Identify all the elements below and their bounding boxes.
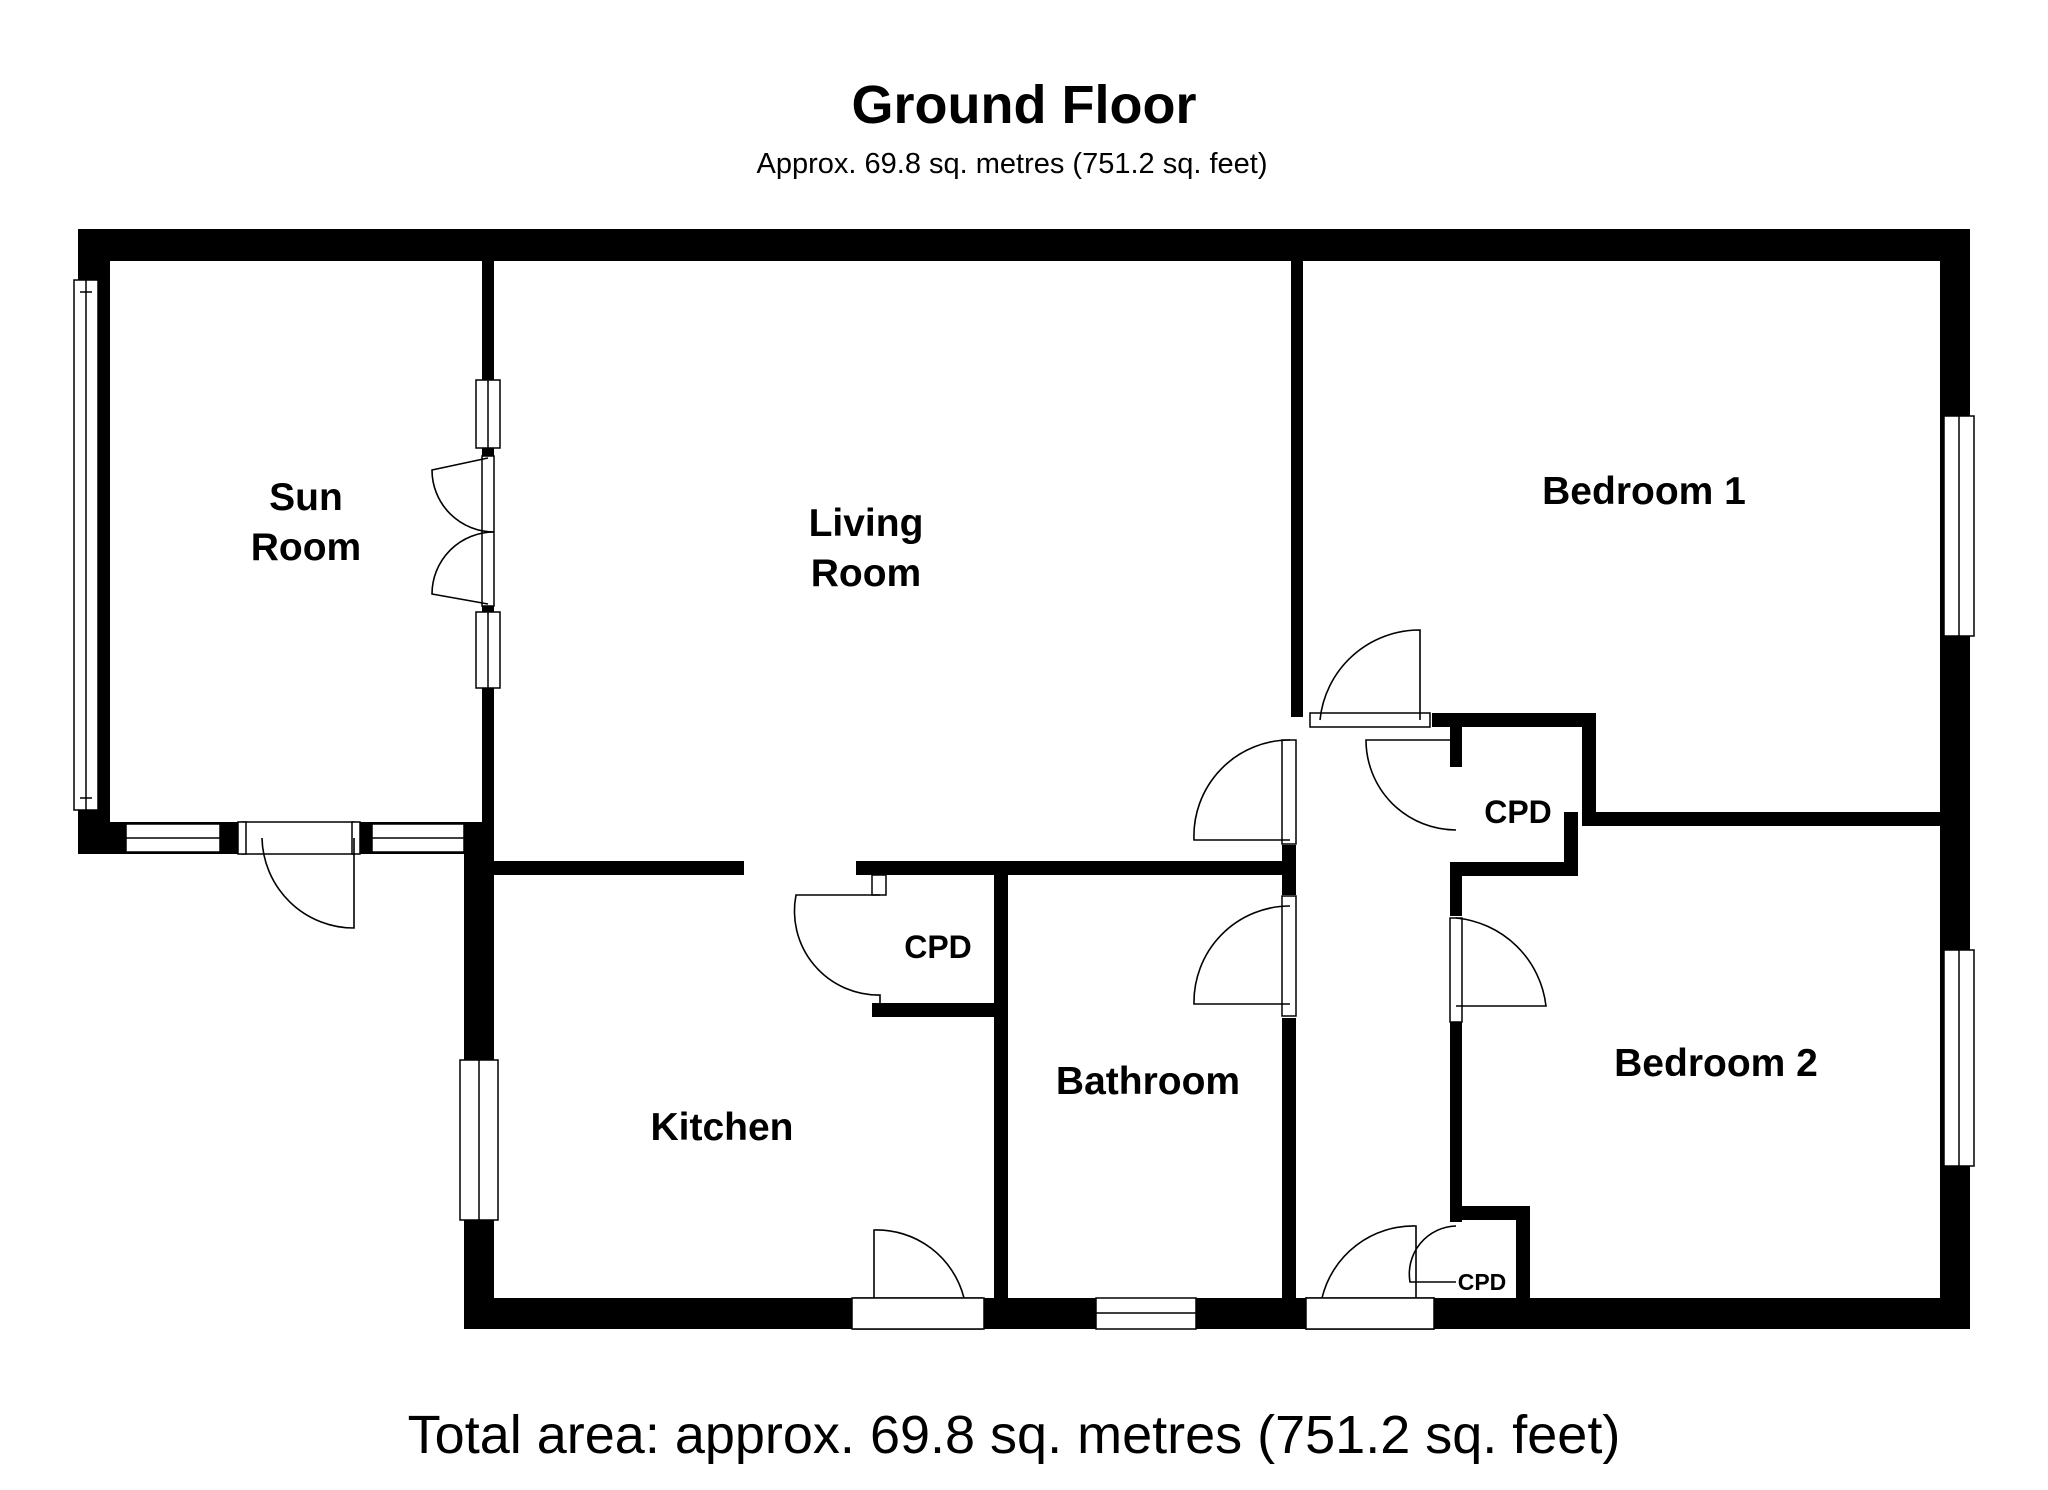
wall-hall-bedroom2-lower: [1450, 1022, 1462, 1222]
window-sunroom-left: [73, 279, 99, 811]
door-living-hall: [1193, 739, 1297, 845]
wall-cpd-top: [1432, 713, 1596, 727]
total-area: Total area: approx. 69.8 sq. metres (751…: [408, 1405, 1621, 1465]
label-cupboard-hall: CPD: [1458, 1269, 1507, 1295]
label-living-room-line2: Room: [811, 552, 922, 595]
wall-living-kitchen-left: [494, 861, 744, 875]
door-bedroom-cpd: [1365, 739, 1457, 831]
wall-kitchen-bathroom: [994, 875, 1008, 1329]
door-front: [1305, 1225, 1435, 1330]
door-sunroom-external: [237, 821, 361, 929]
window-sunroom-bottom-left: [125, 823, 221, 853]
wall-cpd-bottom: [1450, 862, 1578, 876]
window-living-upper: [475, 379, 501, 449]
window-sunroom-bottom-right: [371, 823, 465, 853]
wall-bathroom-hall-upper: [1282, 845, 1296, 895]
door-kitchen-external: [851, 1229, 985, 1330]
label-sun-room-line2: Room: [251, 526, 362, 569]
wall-cpd-right: [1582, 713, 1596, 826]
door-kitchen-cpd: [793, 874, 887, 1003]
label-kitchen: Kitchen: [650, 1106, 793, 1149]
label-cupboard-bedroom: CPD: [1484, 794, 1552, 830]
window-bedroom2-right: [1943, 949, 1975, 1167]
wall-living-bedroom1: [1291, 229, 1303, 717]
window-bedroom1-right: [1943, 415, 1975, 637]
floor-title: Ground Floor: [852, 75, 1197, 135]
wall-kitchen-cpd-bottom: [872, 1003, 998, 1017]
wall-cpd-right-lower: [1564, 812, 1578, 876]
label-bedroom-2: Bedroom 2: [1614, 1042, 1818, 1085]
wall-living-kitchen-right: [856, 861, 1292, 875]
door-bedroom2: [1449, 917, 1547, 1023]
window-living-lower: [475, 611, 501, 689]
wall-bathroom-hall-lower: [1282, 1018, 1296, 1329]
window-bathroom-bottom: [1095, 1297, 1197, 1330]
label-living-room-line1: Living: [809, 502, 924, 545]
wall-bottom: [464, 1298, 1970, 1329]
label-bathroom: Bathroom: [1056, 1060, 1240, 1103]
door-bedroom1: [1309, 629, 1431, 728]
door-hall-cpd: [1408, 1225, 1457, 1283]
door-bathroom: [1193, 895, 1297, 1017]
label-sun-room-line1: Sun: [269, 476, 343, 519]
wall-smallcpd-top: [1450, 1206, 1530, 1220]
door-sunroom-living-double: [431, 455, 495, 607]
wall-cpd-left: [1450, 727, 1462, 767]
label-bedroom-1: Bedroom 1: [1542, 470, 1746, 513]
window-kitchen-left: [459, 1059, 499, 1221]
wall-bedroom1-bedroom2: [1582, 812, 1970, 826]
wall-top: [78, 229, 1970, 261]
wall-hall-bedroom2-upper: [1450, 876, 1462, 916]
label-cupboard-kitchen: CPD: [904, 929, 972, 965]
wall-smallcpd-right: [1516, 1206, 1530, 1329]
floor-area-subtitle: Approx. 69.8 sq. metres (751.2 sq. feet): [757, 148, 1268, 180]
walls: [78, 229, 1970, 1329]
